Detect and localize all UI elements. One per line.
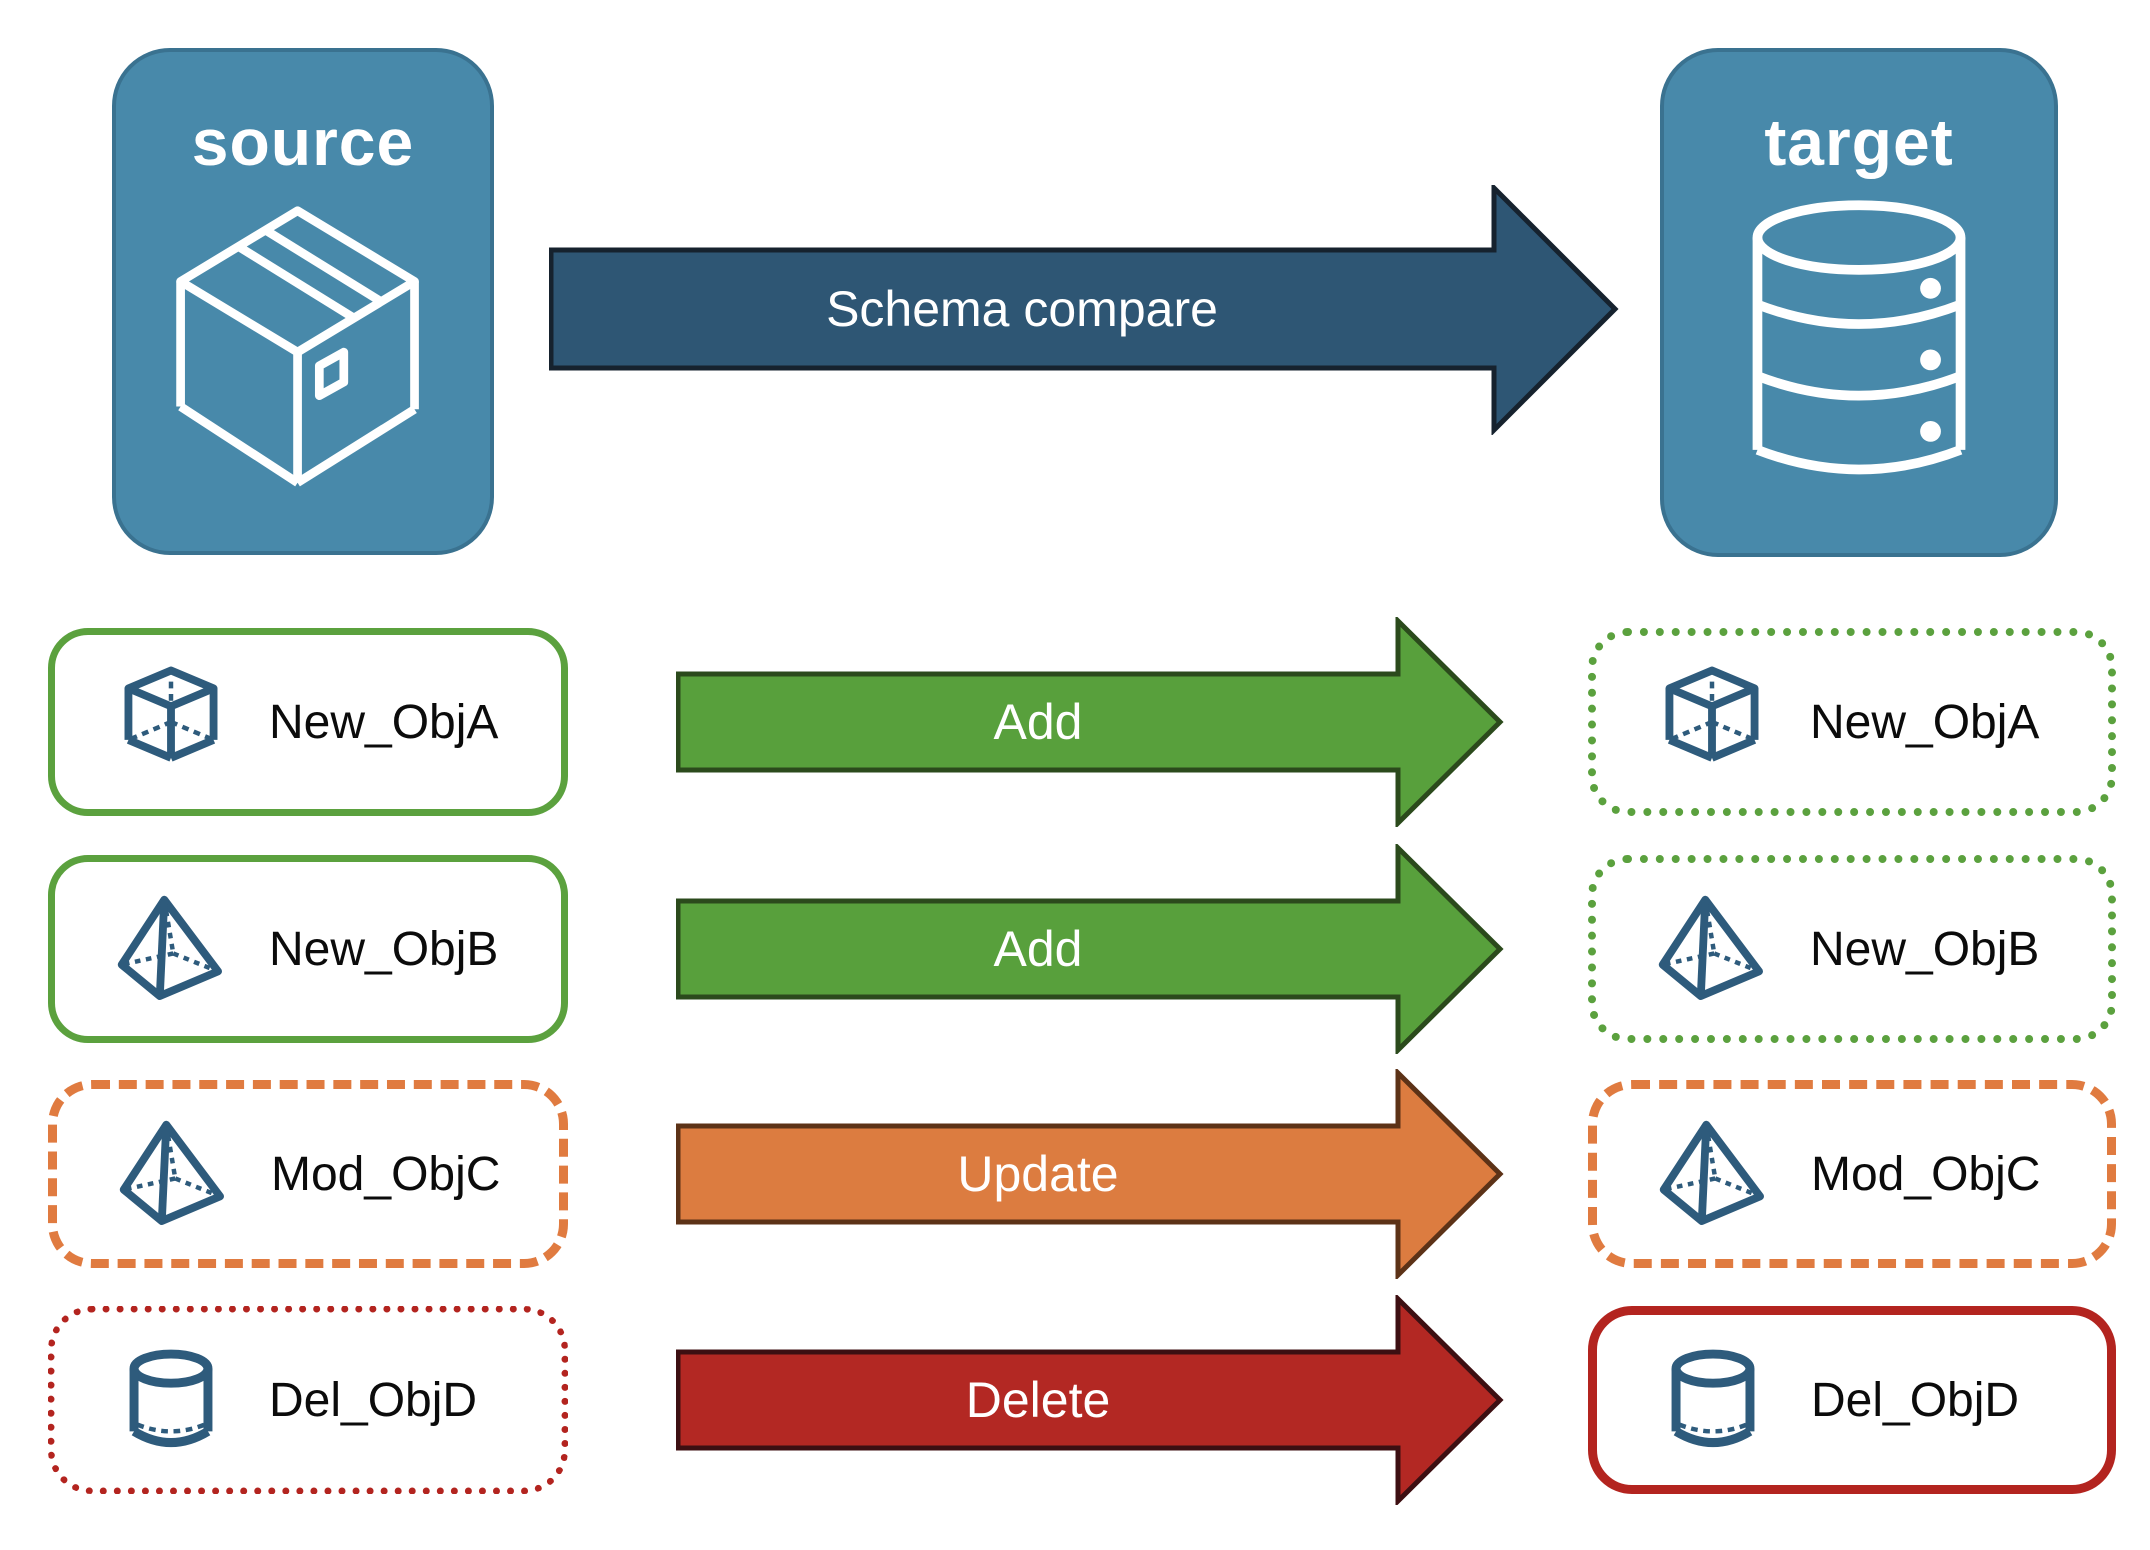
source-node: source <box>112 48 494 555</box>
target-object-new-obja: New_ObjA <box>1588 628 2116 816</box>
pyramid-icon <box>1657 1118 1769 1230</box>
target-object-new-objb: New_ObjB <box>1588 855 2116 1043</box>
object-name: Del_ObjD <box>1811 1373 2020 1427</box>
package-box-icon <box>176 206 419 487</box>
cube-icon <box>115 666 227 778</box>
object-name: Del_ObjD <box>269 1373 478 1427</box>
object-name: New_ObjB <box>269 922 499 976</box>
update-arrow <box>676 1069 1504 1279</box>
object-name: Mod_ObjC <box>1811 1147 2041 1201</box>
cube-icon <box>1656 666 1768 778</box>
target-object-mod-objc: Mod_ObjC <box>1588 1080 2116 1268</box>
source-object-mod-objc: Mod_ObjC <box>48 1080 568 1268</box>
source-object-del-objd: Del_ObjD <box>48 1306 568 1494</box>
object-name: Mod_ObjC <box>271 1147 501 1201</box>
pyramid-icon <box>1656 893 1768 1005</box>
add-arrow <box>676 844 1504 1054</box>
target-object-del-objd: Del_ObjD <box>1588 1306 2116 1494</box>
source-object-new-objb: New_ObjB <box>48 855 568 1043</box>
target-node: target <box>1660 48 2058 557</box>
pyramid-icon <box>117 1118 229 1230</box>
source-label: source <box>191 105 415 179</box>
database-icon <box>1752 200 1966 475</box>
pyramid-icon <box>115 893 227 1005</box>
object-name: New_ObjA <box>1810 695 2040 749</box>
object-name: New_ObjA <box>269 695 499 749</box>
object-name: New_ObjB <box>1810 922 2040 976</box>
source-object-new-obja: New_ObjA <box>48 628 568 816</box>
cylinder-icon <box>1657 1344 1769 1456</box>
add-arrow <box>676 617 1504 827</box>
schema-compare-arrow <box>549 185 1619 435</box>
cylinder-icon <box>115 1344 227 1456</box>
delete-arrow <box>676 1295 1504 1505</box>
target-label: target <box>1764 105 1954 179</box>
